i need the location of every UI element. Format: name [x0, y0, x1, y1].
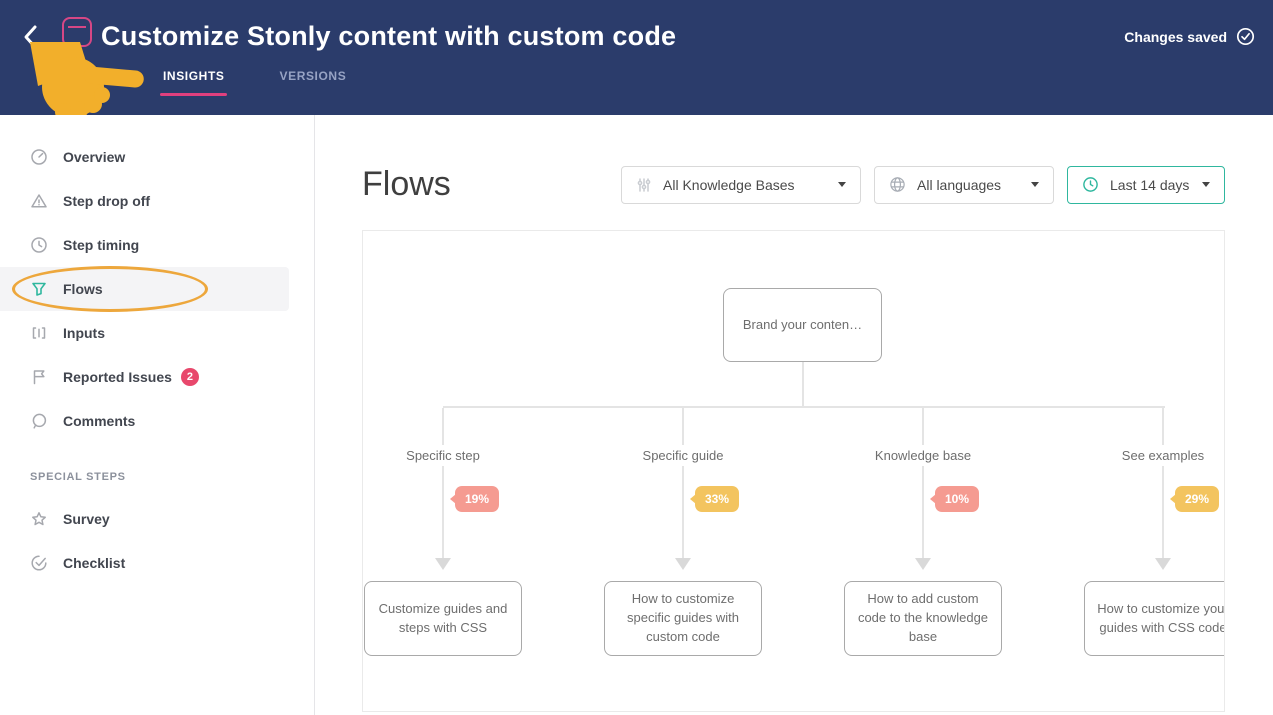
- flow-diagram-card: Brand your conten… Specific step 19% Cus…: [362, 230, 1225, 712]
- dropdown-value: All Knowledge Bases: [663, 176, 795, 193]
- changes-saved-status: Changes saved: [1124, 27, 1255, 46]
- dropdown-value: Last 14 days: [1110, 176, 1190, 193]
- filter-bar: All Knowledge Bases All languages Last 1…: [621, 165, 1225, 204]
- clock-icon: [31, 237, 47, 253]
- flow-leaf-node[interactable]: How to customize your guides with CSS co…: [1084, 581, 1224, 656]
- branch-percent-badge: 33%: [689, 486, 740, 512]
- app-header: Customize Stonly content with custom cod…: [0, 0, 1273, 115]
- branch-label: See examples: [1113, 445, 1213, 466]
- branch-percent-badge: 29%: [1169, 486, 1220, 512]
- flow-leaf-node[interactable]: How to add custom code to the knowledge …: [844, 581, 1002, 656]
- arrow-down-icon: [1155, 558, 1171, 570]
- chevron-down-icon: [838, 182, 846, 187]
- tab-insights[interactable]: INSIGHTS: [159, 69, 228, 96]
- sidebar-item-step-timing[interactable]: Step timing: [0, 223, 314, 267]
- check-circle-icon: [1236, 27, 1255, 46]
- changes-saved-label: Changes saved: [1124, 28, 1227, 45]
- connector-line: [1162, 408, 1164, 558]
- flow-root-node[interactable]: Brand your conten…: [723, 288, 882, 362]
- sidebar-item-label: Flows: [63, 281, 103, 297]
- sidebar-item-label: Comments: [63, 413, 136, 429]
- connector-line: [802, 362, 804, 406]
- main-content: Flows All Knowledge Bases All languages …: [315, 115, 1273, 715]
- sidebar-item-label: Overview: [63, 149, 126, 165]
- issues-count-badge: 2: [180, 368, 199, 386]
- chevron-down-icon: [1202, 182, 1210, 187]
- sidebar-item-checklist[interactable]: Checklist: [0, 541, 314, 585]
- connector-line: [442, 408, 444, 558]
- page-title: Customize Stonly content with custom cod…: [101, 21, 677, 51]
- branch-percent-badge: 10%: [929, 486, 980, 512]
- globe-icon: [890, 177, 905, 192]
- flow-leaf-node[interactable]: How to customize specific guides with cu…: [604, 581, 762, 656]
- insights-sidebar: Overview Step drop off Step timing Flows…: [0, 115, 315, 715]
- arrow-down-icon: [675, 558, 691, 570]
- sidebar-item-comments[interactable]: Comments: [0, 399, 314, 443]
- sidebar-item-label: Step timing: [63, 237, 140, 253]
- sidebar-item-overview[interactable]: Overview: [0, 135, 314, 179]
- connector-line: [682, 408, 684, 558]
- check-circle-icon: [31, 555, 47, 571]
- branch-label: Specific guide: [634, 445, 732, 466]
- sliders-icon: [637, 177, 651, 192]
- arrow-down-icon: [915, 558, 931, 570]
- hand-pointer-annotation: [30, 42, 144, 115]
- branch-percent-badge: 19%: [449, 486, 500, 512]
- sidebar-item-flows[interactable]: Flows: [0, 267, 289, 311]
- warning-triangle-icon: [31, 194, 47, 208]
- sidebar-item-label: Inputs: [63, 325, 105, 341]
- flows-heading: Flows: [362, 165, 451, 203]
- connector-line: [922, 408, 924, 558]
- sidebar-item-inputs[interactable]: Inputs: [0, 311, 314, 355]
- flag-icon: [33, 370, 45, 385]
- funnel-icon: [32, 282, 46, 296]
- date-range-dropdown[interactable]: Last 14 days: [1067, 165, 1225, 204]
- sidebar-item-label: Checklist: [63, 555, 126, 571]
- sidebar-item-label: Survey: [63, 511, 110, 527]
- flow-leaf-node[interactable]: Customize guides and steps with CSS: [364, 581, 522, 656]
- branch-label: Specific step: [398, 445, 488, 466]
- languages-dropdown[interactable]: All languages: [874, 165, 1054, 204]
- input-brackets-icon: [32, 327, 46, 339]
- comment-bubble-icon: [32, 413, 47, 429]
- star-icon: [32, 512, 46, 526]
- sidebar-item-reported-issues[interactable]: Reported Issues 2: [0, 355, 314, 399]
- chevron-down-icon: [1031, 182, 1039, 187]
- sidebar-item-label: Reported Issues: [63, 369, 172, 385]
- sidebar-item-label: Step drop off: [63, 193, 151, 209]
- sidebar-item-survey[interactable]: Survey: [0, 497, 314, 541]
- connector-line: [443, 406, 1165, 408]
- arrow-down-icon: [435, 558, 451, 570]
- clock-icon: [1083, 177, 1098, 192]
- branch-label: Knowledge base: [866, 445, 980, 466]
- tab-versions[interactable]: VERSIONS: [279, 69, 347, 83]
- special-steps-section-label: SPECIAL STEPS: [30, 471, 126, 483]
- knowledge-bases-dropdown[interactable]: All Knowledge Bases: [621, 165, 861, 204]
- sidebar-item-step-drop-off[interactable]: Step drop off: [0, 179, 314, 223]
- dropdown-value: All languages: [917, 176, 1002, 193]
- flows-toolbar: Flows All Knowledge Bases All languages …: [362, 165, 1225, 204]
- gauge-icon: [31, 149, 47, 165]
